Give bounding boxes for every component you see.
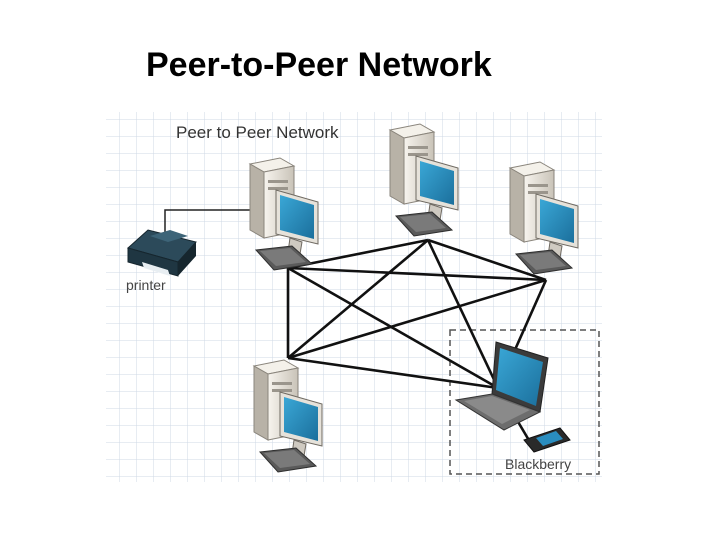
link (287, 266, 547, 282)
link (287, 239, 429, 359)
link (287, 278, 547, 360)
link (426, 239, 500, 389)
blackberry-phone-icon (523, 427, 571, 453)
printer-cable (164, 209, 252, 232)
printer-label: printer (126, 277, 166, 293)
link (287, 266, 499, 390)
printer-icon (126, 229, 197, 277)
blackberry-label: Blackberry (505, 456, 571, 472)
link (427, 238, 547, 282)
diagram-title: Peer to Peer Network (176, 123, 339, 142)
link (287, 356, 499, 390)
slide-title: Peer-to-Peer Network (146, 46, 492, 84)
laptop-icon (454, 341, 549, 431)
